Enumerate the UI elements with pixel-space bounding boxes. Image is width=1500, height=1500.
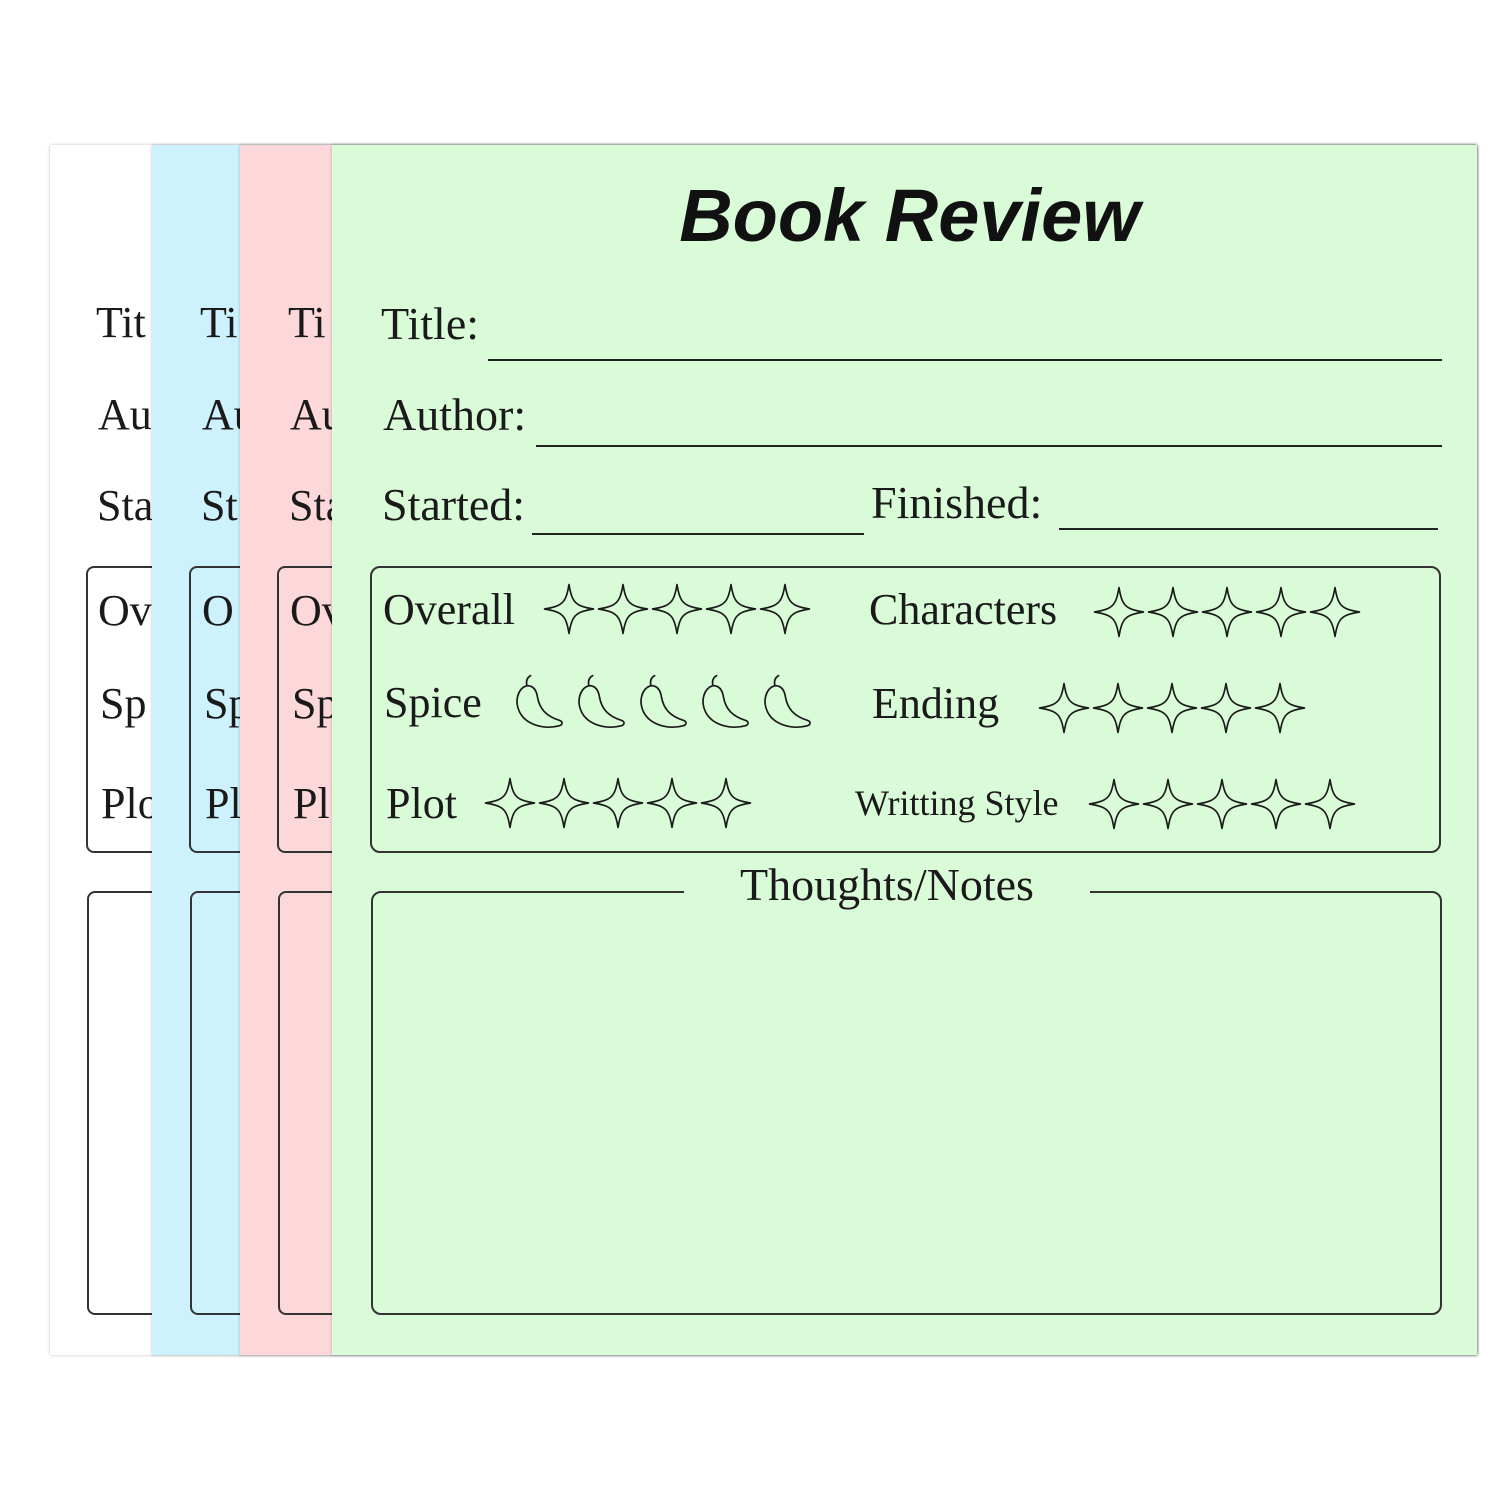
started-fill-line[interactable] xyxy=(532,533,864,535)
star-icon[interactable] xyxy=(1088,777,1140,831)
star-icon[interactable] xyxy=(700,776,752,830)
author-fill-line[interactable] xyxy=(536,445,1442,447)
star-icon[interactable] xyxy=(538,776,590,830)
star-icon[interactable] xyxy=(1093,585,1145,639)
rating-label-overall: Overall xyxy=(383,585,515,634)
star-icon[interactable] xyxy=(646,776,698,830)
rating-label-characters: Characters xyxy=(869,585,1058,634)
pepper-icon[interactable] xyxy=(511,674,564,732)
peek-spice-label: Sp xyxy=(100,679,147,728)
star-icon[interactable] xyxy=(1254,681,1306,735)
rating-row-ending[interactable] xyxy=(1038,681,1306,737)
rating-row-plot[interactable] xyxy=(484,776,752,832)
star-icon[interactable] xyxy=(1146,681,1198,735)
star-icon[interactable] xyxy=(1201,585,1253,639)
pepper-icon[interactable] xyxy=(759,674,812,732)
peek-overall-label: O xyxy=(202,586,234,635)
finished-fill-line[interactable] xyxy=(1059,528,1438,530)
star-icon[interactable] xyxy=(543,582,595,636)
title-field-label: Title: xyxy=(381,298,480,349)
peek-author-label: Au xyxy=(98,390,152,439)
star-icon[interactable] xyxy=(1309,585,1361,639)
peek-title-label: Ti xyxy=(288,298,326,347)
rating-row-spice[interactable] xyxy=(511,674,812,730)
peek-plot-label: Plo xyxy=(101,779,160,828)
star-icon[interactable] xyxy=(1255,585,1307,639)
star-icon[interactable] xyxy=(1147,585,1199,639)
sheet-green: Book Review Title: Author: Started: Fini… xyxy=(332,145,1477,1355)
peek-spice-label: Sp xyxy=(292,679,339,728)
notes-title: Thoughts/Notes xyxy=(684,857,1090,913)
star-icon[interactable] xyxy=(1038,681,1090,735)
pepper-icon[interactable] xyxy=(573,674,626,732)
rating-row-writting-style[interactable] xyxy=(1088,777,1356,833)
star-icon[interactable] xyxy=(597,582,649,636)
peek-title-label: Tit xyxy=(96,298,146,347)
rating-label-ending: Ending xyxy=(872,679,1000,728)
author-field-label: Author: xyxy=(383,389,527,440)
star-icon[interactable] xyxy=(1142,777,1194,831)
pepper-icon[interactable] xyxy=(635,674,688,732)
star-icon[interactable] xyxy=(1304,777,1356,831)
rating-label-plot: Plot xyxy=(386,779,457,828)
rating-row-characters[interactable] xyxy=(1093,585,1361,641)
rating-label-spice: Spice xyxy=(384,678,482,727)
star-icon[interactable] xyxy=(1196,777,1248,831)
peek-plot-label: Pl xyxy=(293,779,330,828)
peek-started-label: Sta xyxy=(97,481,154,530)
rating-label-writting-style: Writting Style xyxy=(855,783,1059,823)
star-icon[interactable] xyxy=(1250,777,1302,831)
star-icon[interactable] xyxy=(484,776,536,830)
title-fill-line[interactable] xyxy=(488,359,1442,361)
notes-box[interactable] xyxy=(371,891,1442,1315)
peek-overall-label: Ov xyxy=(98,586,152,635)
peek-plot-label: Pl xyxy=(205,779,242,828)
star-icon[interactable] xyxy=(705,582,757,636)
star-icon[interactable] xyxy=(1092,681,1144,735)
pepper-icon[interactable] xyxy=(697,674,750,732)
peek-started-label: St xyxy=(201,481,238,530)
star-icon[interactable] xyxy=(759,582,811,636)
started-field-label: Started: xyxy=(382,479,526,530)
finished-field-label: Finished: xyxy=(871,477,1043,528)
star-icon[interactable] xyxy=(592,776,644,830)
form-title: Book Review xyxy=(679,174,1140,257)
peek-title-label: Ti xyxy=(200,298,238,347)
star-icon[interactable] xyxy=(651,582,703,636)
star-icon[interactable] xyxy=(1200,681,1252,735)
rating-row-overall[interactable] xyxy=(543,582,811,638)
rating-box xyxy=(370,566,1441,853)
